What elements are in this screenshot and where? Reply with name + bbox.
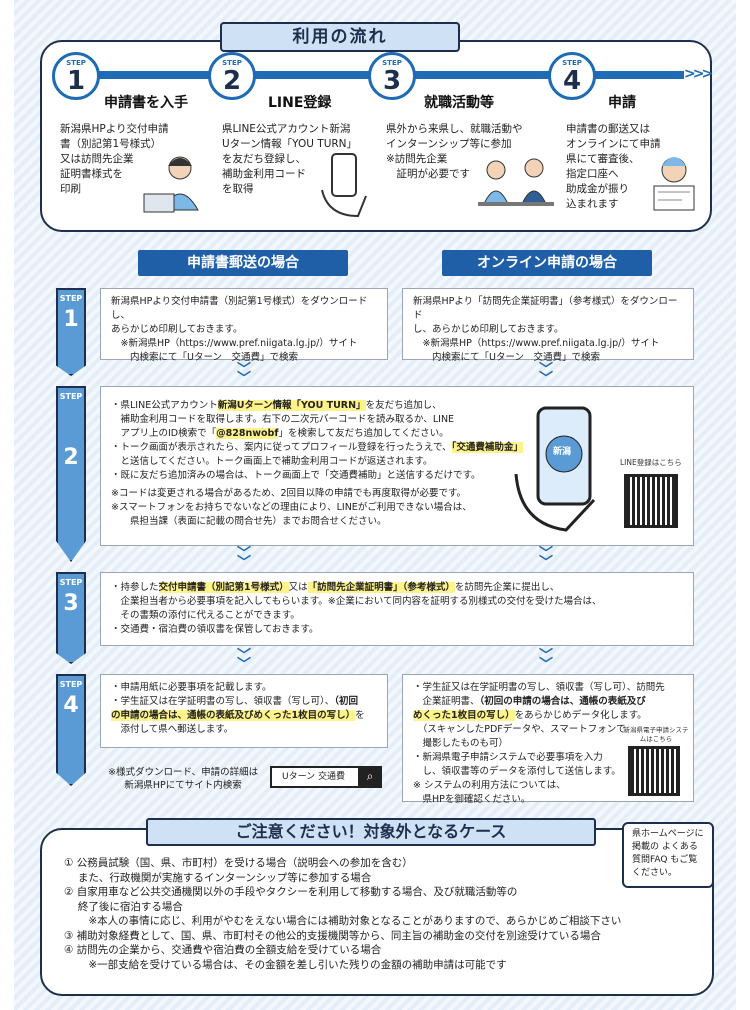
- online-qr-caption: 新潟県電子申請システムはこちら: [623, 726, 689, 743]
- person-laptop-illustration-icon: [140, 150, 210, 216]
- flow-step-4-head: 申請: [608, 95, 636, 111]
- hand-phone-illustration-icon: [318, 150, 370, 218]
- online-qr-code[interactable]: [628, 746, 680, 796]
- flow-step-3-desc: 県外から来県し、就職活動やインターンシップ等に参加※訪問先企業 証明が必要です: [386, 123, 523, 180]
- down-chevron-icon: ﹀﹀: [539, 362, 553, 387]
- notice-title: ご注意ください！対象外となるケース: [146, 818, 596, 846]
- flow-arrow-head-icon: >>>: [684, 66, 713, 82]
- faq-bubble: 県ホームページに掲載の よくある質問FAQ もご覧ください。: [622, 822, 714, 888]
- step-4-mail-card: ・申請用紙に必要事項を記載します。 ・学生証又は在学証明書の写し、領収書（写し可…: [100, 674, 388, 748]
- step-3-card: ・持参した交付申請書（別記第1号様式）又は「訪問先企業証明書」（参考様式）を訪問…: [100, 572, 694, 646]
- down-chevron-icon: ﹀﹀: [237, 648, 251, 673]
- search-icon[interactable]: ⌕: [358, 766, 382, 788]
- line-phone-illustration-icon: [510, 404, 606, 534]
- notice-item: ② 自家用車など公共交通機関以外の手段やタクシーを利用して移動する場合、及び就職…: [64, 886, 518, 898]
- line-qr-caption: LINE登録はこちら: [620, 458, 682, 467]
- step-2-card: ・県LINE公式アカウント新潟Uターン情報「YOU TURN」を友だち追加し、 …: [100, 386, 694, 546]
- person-card-illustration-icon: [646, 152, 702, 216]
- flow-step-1-desc: 新潟県HPより交付申請書（別記第1号様式）又は訪問先企業証明書様式を印刷: [60, 123, 169, 195]
- flow-step-1-head: 申請書を入手: [104, 95, 188, 111]
- step-1-online-card: 新潟県HPより「訪問先企業証明書」（参考様式）をダウンロードし、あらかじめ印刷し…: [402, 288, 694, 363]
- down-chevron-icon: ﹀﹀: [237, 546, 251, 571]
- flow-title: 利用の流れ: [220, 22, 460, 52]
- flow-step-3-head: 就職活動等: [424, 95, 494, 111]
- notice-item: ④ 訪問先の企業から、交通費や宿泊費の全額支給を受けている場合: [64, 944, 382, 956]
- notice-panel: [40, 828, 714, 996]
- down-chevron-icon: ﹀﹀: [237, 362, 251, 387]
- notice-item: ① 公務員試験（国、県、市町村）を受ける場合（説明会への参加を含む）: [64, 857, 413, 869]
- notice-item: ※本人の事情に応じ、利用がやむをえない場合には補助対象となることがありますので、…: [64, 915, 622, 927]
- online-section-header: オンライン申請の場合: [442, 250, 652, 276]
- phone-logo-label: 新潟: [552, 447, 571, 457]
- notice-item: ※一部支給を受けている場合は、その金額を差し引いた残りの金額の補助申請は可能です: [64, 958, 507, 971]
- notice-item: また、行政機関が実施するインターンシップ等に参加する場合: [64, 871, 372, 884]
- flow-step-4-desc: 申請書の郵送又はオンラインにて申請県にて審査後、指定口座へ助成金が振り込まれます: [566, 123, 661, 210]
- flow-step-2-head: LINE登録: [268, 95, 332, 111]
- search-note: ※様式ダウンロード、申請の詳細は新潟県HPにてサイト内検索: [108, 767, 259, 791]
- notice-list: ① 公務員試験（国、県、市町村）を受ける場合（説明会への参加を含む） また、行政…: [64, 856, 704, 972]
- line-qr-code[interactable]: [624, 474, 678, 528]
- notice-item: 終了後に宿泊する場合: [64, 900, 183, 913]
- notice-item: ③ 補助対象経費として、国、県、市町村その他公的支援機関等から、同主旨の補助金の…: [64, 929, 601, 942]
- down-chevron-icon: ﹀﹀: [539, 648, 553, 673]
- mail-section-header: 申請書郵送の場合: [138, 250, 348, 276]
- step-1-mail-card: 新潟県HPより交付申請書（別記第1号様式）をダウンロードし、あらかじめ印刷してお…: [100, 288, 388, 363]
- down-chevron-icon: ﹀﹀: [539, 546, 553, 571]
- interview-illustration-icon: [476, 152, 556, 212]
